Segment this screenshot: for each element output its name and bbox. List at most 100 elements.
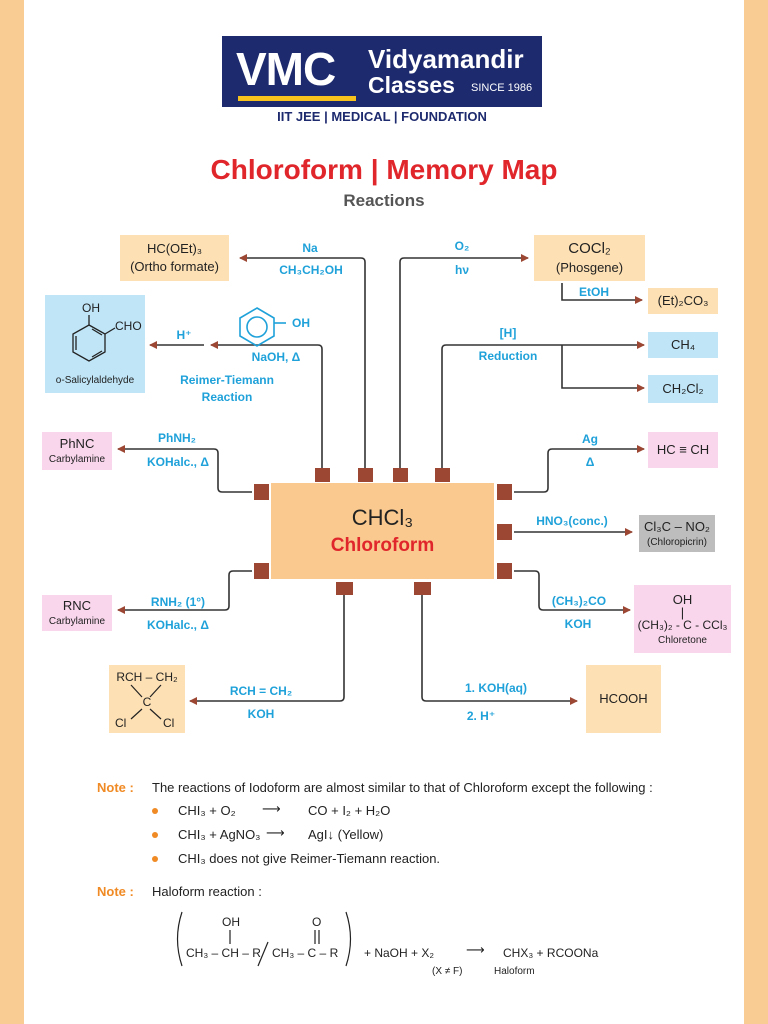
product-chloretone: (CH₃)₂ - C - CCl₃ [637,618,728,633]
eq-rest: + NaOH + X₂ [364,946,435,960]
eq-part2: CH₃ – C – R [272,946,339,960]
note-b1-arrow: ⟶ [262,801,281,816]
product-phnc-name: Carbylamine [48,454,106,466]
reagent-alkene: RCH = CH₂ [229,684,293,698]
product-chloretone-oh: OH [672,591,693,607]
product-acetylene: HC ≡ CH [656,442,710,458]
line-formic [421,592,578,705]
line-cyclopropane [189,592,345,705]
product-methane-box: CH₄ [648,332,718,358]
port-bottom-1 [336,582,353,595]
line-rnc [117,570,252,614]
note-b3: CHI₃ does not give Reimer-Tiemann reacti… [178,851,441,866]
eq-o: O [312,915,322,929]
line-reimer [210,341,323,468]
cyclopropane-cl-2: Cl [163,716,175,730]
page-title: Chloroform | Memory Map [210,154,558,185]
reagent-light: hν [454,263,469,277]
reagent-hplus-2: 2. H⁺ [466,709,496,723]
reagent-hplus: H⁺ [176,328,192,342]
bullet-2 [152,832,158,838]
product-phnc: PhNC [59,436,95,452]
port-right-3 [497,563,512,579]
product-rnc-name: Carbylamine [48,616,106,628]
product-cyclopropane-box: RCH – CH₂ C Cl Cl [109,665,185,733]
port-right-2 [497,524,512,540]
page-subtitle: Reactions [343,191,425,210]
note-b2-right: AgI↓ (Yellow) [308,827,384,842]
logo-vmc: VMC [236,43,336,95]
line-reduction [441,341,645,468]
product-methane: CH₄ [670,337,696,353]
reagent-koh-1: KOH [564,617,592,631]
product-orthoformate-box: HC(OEt)₃ (Ortho formate) [120,235,229,281]
reagent-koh-alc-2: KOHalc., Δ [147,618,209,632]
product-formic-box: HCOOH [586,665,661,733]
left-margin-band [0,0,24,1024]
reagent-heat: Δ [585,455,595,469]
line-orthoformate [239,254,366,468]
product-dcm-box: CH₂Cl₂ [648,375,718,403]
line-dcm [561,345,645,392]
line-phosgene [399,254,529,468]
reaction-map-lines [117,254,645,705]
product-phosgene: COCl₂ [568,240,611,258]
port-left-2 [254,563,269,579]
phenol-ring [239,307,286,347]
product-salicylaldehyde-box: OH CHO o-Salicylaldehyde [45,295,145,393]
product-rnc: RNC [62,598,92,614]
reagent-koh-alc-1: KOHalc., Δ [147,455,209,469]
reimer-name-1: Reimer-Tiemann [180,373,274,387]
vmc-logo: VMC Vidyamandir Classes SINCE 1986 [222,36,542,107]
note-b2-left: CHI₃ + AgNO₃ [178,827,261,842]
reagent-koh-2: KOH [247,707,275,721]
cyclopropane-bonds [130,684,162,720]
note-b2-arrow: ⟶ [266,825,285,840]
product-chloropicrin-name: (Chloropicrin) [646,536,707,548]
reagent-ag: Ag [582,432,598,446]
port-left-1 [254,484,269,500]
reagent-na: Na [302,241,318,255]
line-acetylene [514,445,645,493]
reagent-hno3: HNO₃(conc.) [536,514,608,528]
product-chloropicrin: Cl₃C – NO₂ [644,518,710,534]
port-right-1 [497,484,512,500]
salicyl-cho: CHO [115,319,142,333]
line-chloretone [514,570,631,614]
product-chloretone-box: OH | (CH₃)₂ - C - CCl₃ Chloretone [634,585,731,653]
line-phnc [117,445,252,493]
product-phosgene-box: COCl₂ (Phosgene) [534,235,645,281]
product-acetylene-box: HC ≡ CH [648,432,718,468]
product-chloretone-name: Chloretone [658,634,707,646]
product-dcm: CH₂Cl₂ [662,381,704,397]
eq-product: CHX₃ + RCOONa [503,946,599,960]
product-diethylcarbonate-box: (Et)₂CO₃ [648,288,718,314]
product-chloropicrin-box: Cl₃C – NO₂ (Chloropicrin) [639,515,715,552]
center-formula: CHCl₃ [351,505,414,531]
note-intro: The reactions of Iodoform are almost sim… [152,780,653,795]
logo-underline [238,96,356,101]
cyclopropane-c: C [142,695,152,709]
note-b1-left: CHI₃ + O₂ [178,803,236,818]
note-b1-right: CO + I₂ + H₂O [308,803,391,818]
bullet-3 [152,856,158,862]
reagent-naoh: NaOH, Δ [251,350,301,364]
line-etoh [561,283,643,304]
reagent-koh-aq: 1. KOH(aq) [464,681,527,695]
haloform-brackets [176,911,352,967]
logo-classes: Classes [368,72,455,98]
note-label-1: Note : [97,780,134,795]
logo-vidyamandir: Vidyamandir [368,44,524,74]
logo-since: SINCE 1986 [471,82,533,94]
eq-x-condition: (X ≠ F) [432,966,463,977]
phenol-oh: OH [292,316,310,330]
port-top-3 [393,468,408,482]
product-orthoformate-name: (Ortho formate) [130,259,219,274]
product-phnc-box: PhNC Carbylamine [42,432,112,470]
port-top-1 [315,468,330,482]
reagent-phnh2: PhNH₂ [158,431,196,445]
cyclopropane-top: RCH – CH₂ [116,670,178,684]
note-label-2: Note : [97,884,134,899]
reagent-oxygen: O₂ [454,239,470,253]
product-rnc-box: RNC Carbylamine [42,595,112,631]
